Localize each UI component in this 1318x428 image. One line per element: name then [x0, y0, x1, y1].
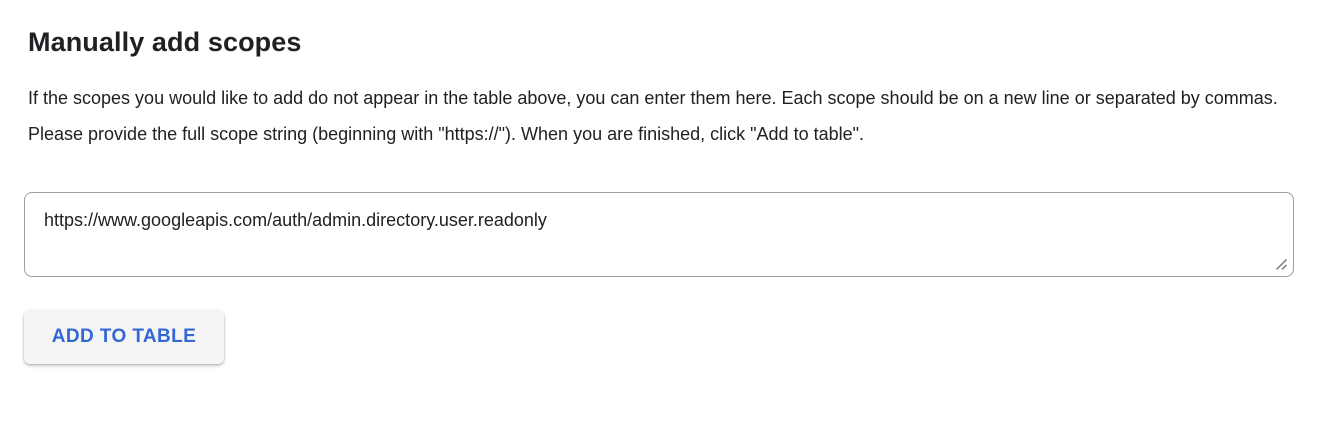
resize-handle-icon[interactable] [1274, 257, 1288, 271]
add-to-table-button[interactable]: ADD TO TABLE [24, 310, 224, 364]
scope-textarea-container: https://www.googleapis.com/auth/admin.di… [24, 192, 1294, 277]
page-title: Manually add scopes [28, 27, 302, 57]
description-text: If the scopes you would like to add do n… [28, 88, 1278, 144]
scope-input[interactable]: https://www.googleapis.com/auth/admin.di… [25, 193, 1293, 276]
